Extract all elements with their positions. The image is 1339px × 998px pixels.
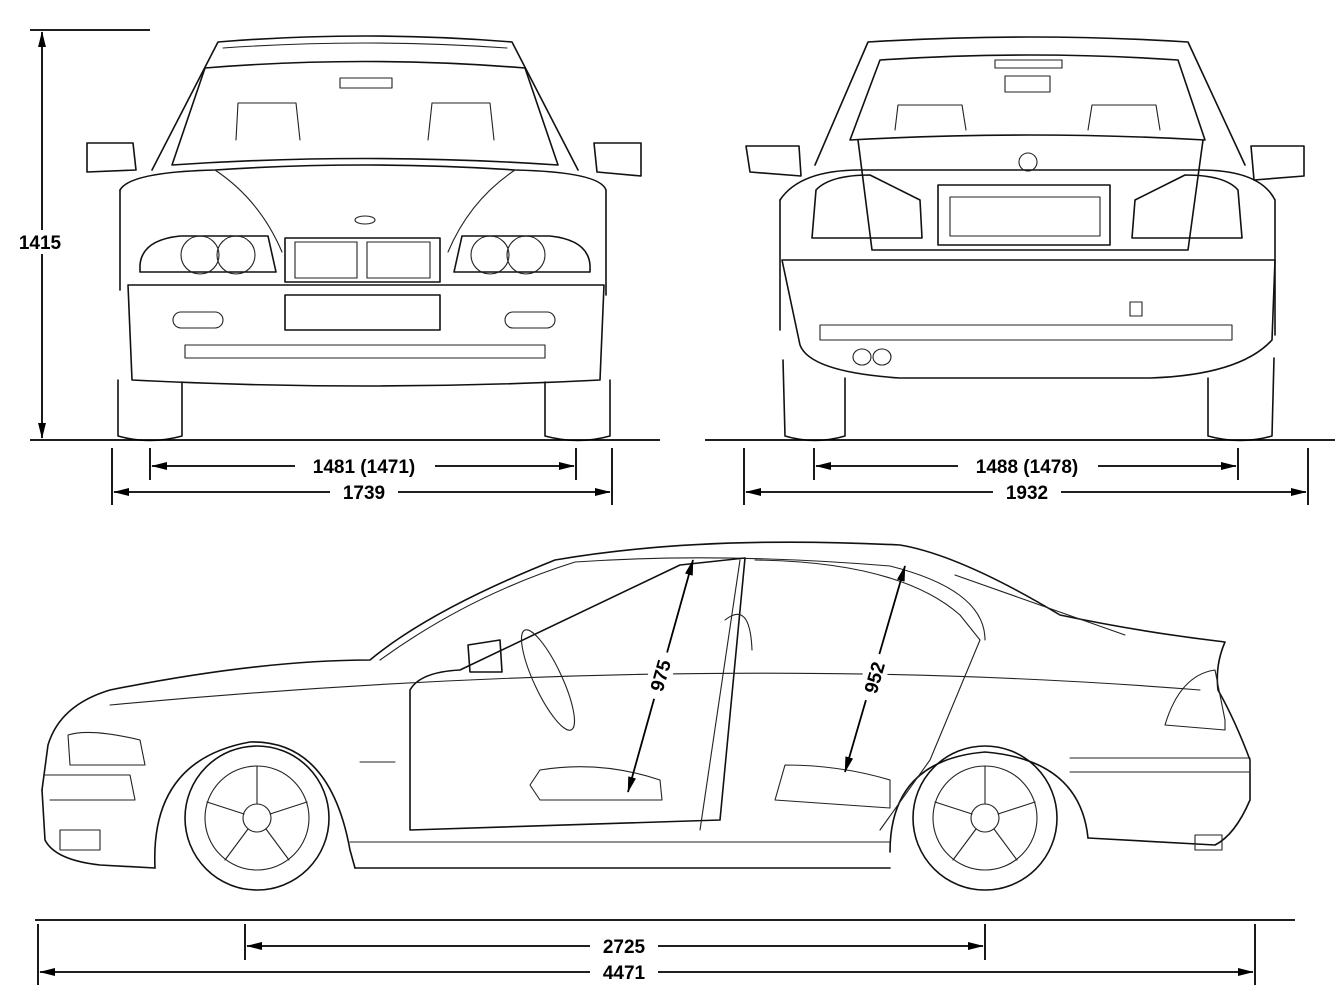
rear-view [745, 36, 1305, 442]
front-width-label: 1739 [343, 483, 385, 504]
front-wheel-icon [184, 745, 330, 891]
front-view [86, 35, 642, 442]
height-label: 1415 [19, 233, 62, 254]
length-label: 4471 [603, 963, 646, 984]
wheelbase-label: 2725 [603, 937, 646, 958]
side-view [41, 541, 1251, 891]
rear-track-label: 1488 (1478) [976, 457, 1078, 478]
rear-width-label: 1932 [1006, 483, 1048, 504]
rear-wheel-icon [912, 745, 1058, 891]
front-track-label: 1481 (1471) [313, 457, 415, 478]
